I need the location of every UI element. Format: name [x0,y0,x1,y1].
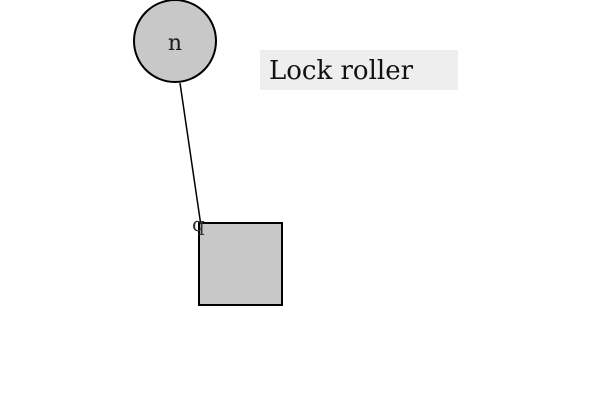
circle-node[interactable]: n [133,0,217,83]
edge-connector [179,82,202,227]
port-label: q [192,212,205,236]
caption-box: Lock roller [260,50,458,90]
caption-background [260,50,458,90]
square-node[interactable] [198,222,283,306]
circle-node-label: n [168,31,182,56]
circle-node-shape [133,0,217,83]
caption-text: Lock roller [269,56,414,86]
square-node-shape [198,222,283,306]
